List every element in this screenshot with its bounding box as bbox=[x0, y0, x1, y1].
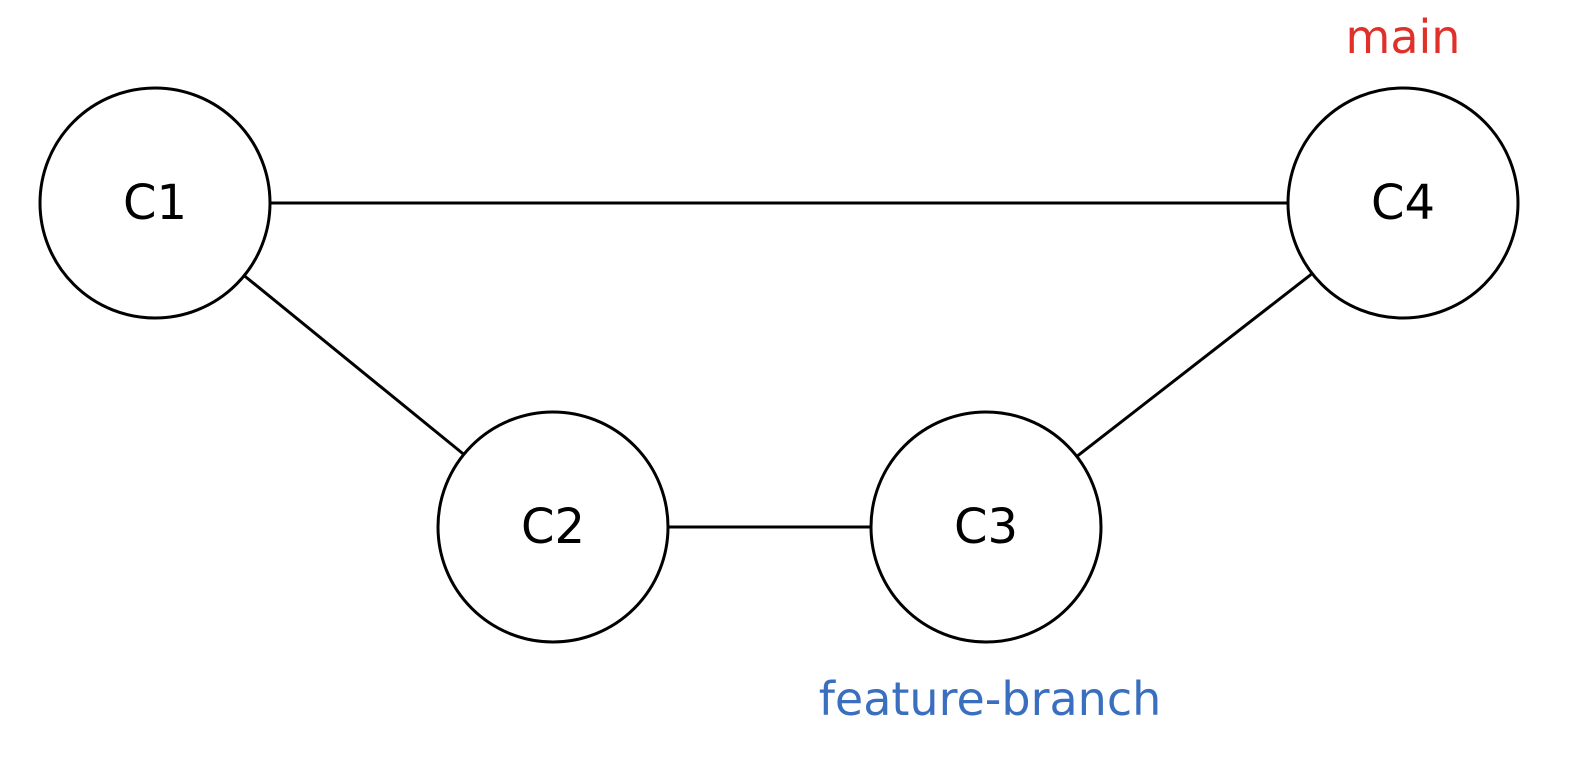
edge-c1-c2 bbox=[243, 274, 465, 456]
branch-labels-layer: main feature-branch bbox=[819, 10, 1461, 726]
commit-circle bbox=[436, 410, 670, 644]
branch-label-main: main bbox=[1346, 10, 1461, 64]
commit-label: C3 bbox=[954, 499, 1018, 555]
commit-label: C1 bbox=[123, 175, 187, 231]
branch-label-feature-branch: feature-branch bbox=[819, 672, 1162, 726]
commit-node-c4: C4 bbox=[1286, 86, 1520, 320]
edges-layer bbox=[243, 201, 1314, 529]
commit-label: C4 bbox=[1371, 175, 1435, 231]
commit-label: C2 bbox=[521, 499, 585, 555]
commit-node-c2: C2 bbox=[436, 410, 670, 644]
commit-circle bbox=[38, 86, 272, 320]
commit-circle bbox=[869, 410, 1103, 644]
commit-circle bbox=[1286, 86, 1520, 320]
edge-c3-c4 bbox=[1075, 272, 1314, 458]
commit-node-c1: C1 bbox=[38, 86, 272, 320]
commit-node-c3: C3 bbox=[869, 410, 1103, 644]
